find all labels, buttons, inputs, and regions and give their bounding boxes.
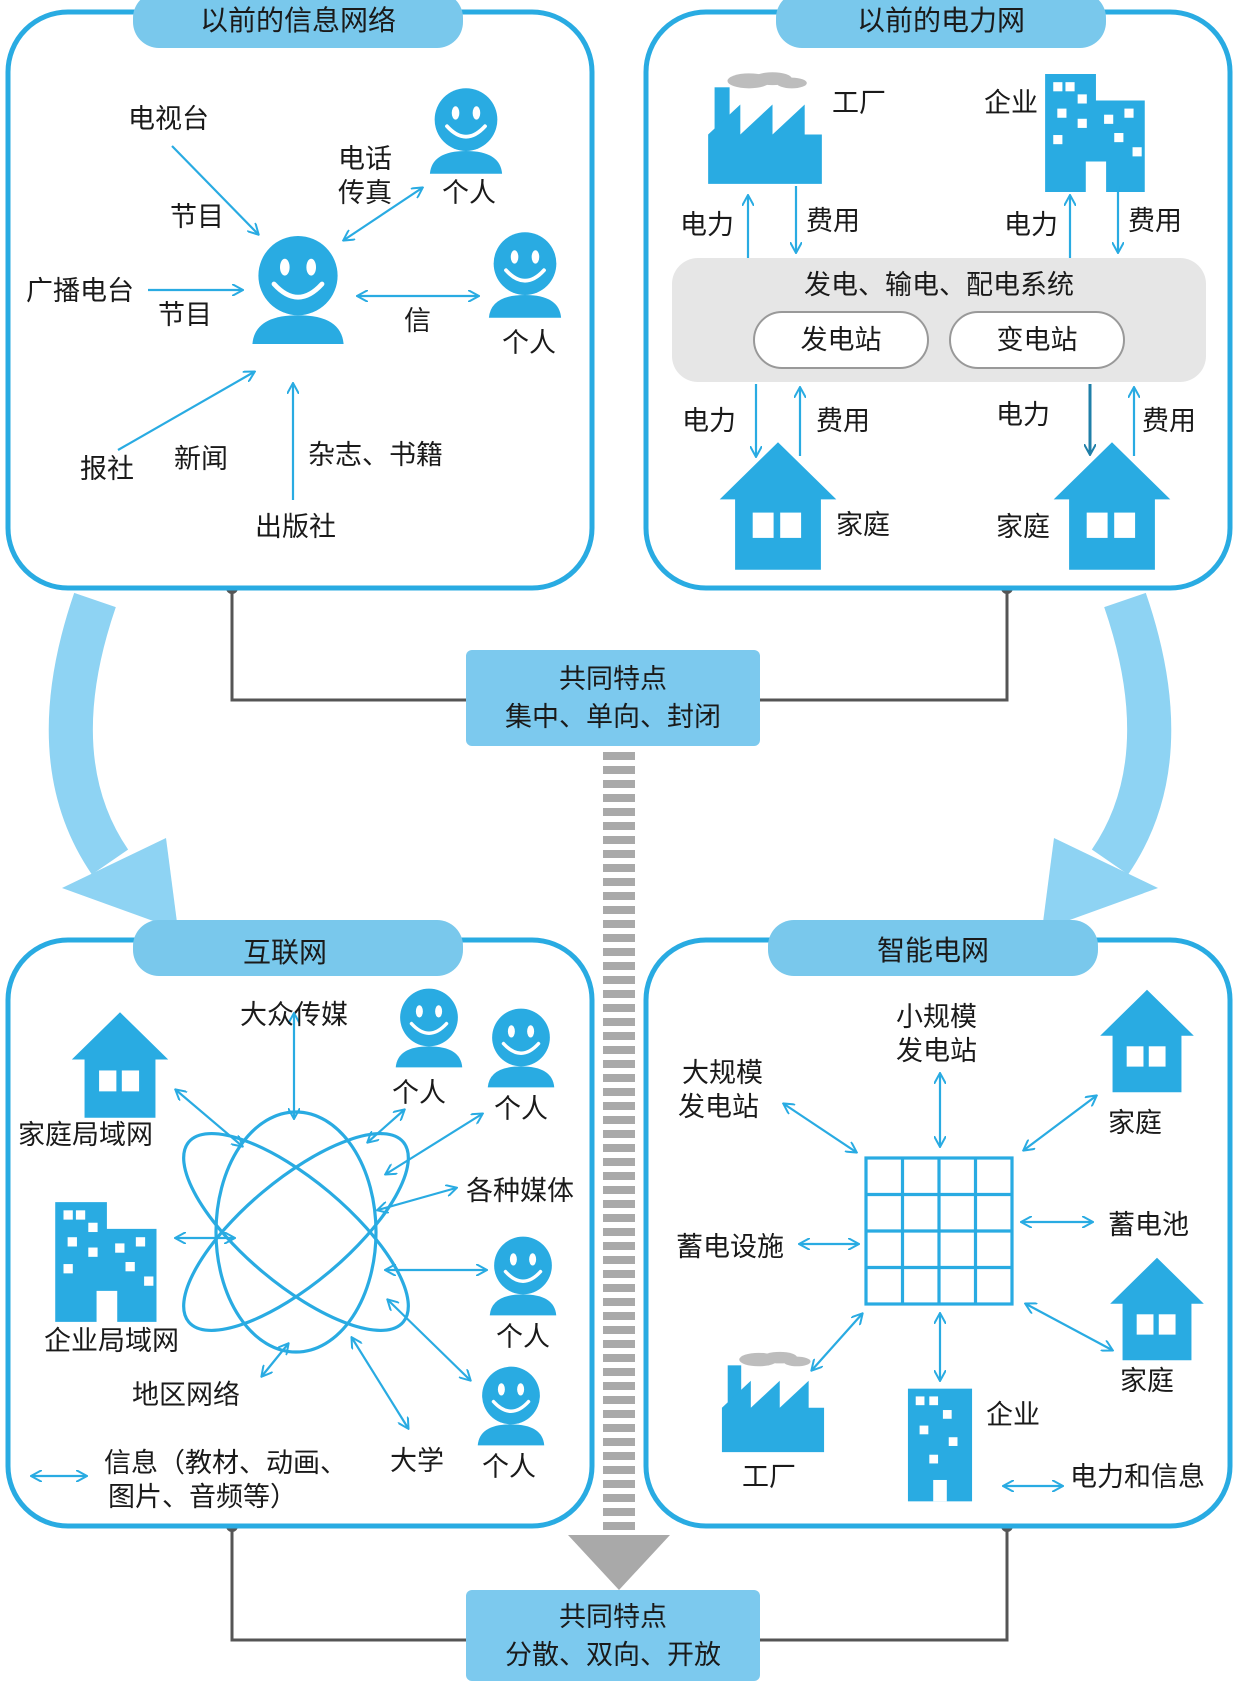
label-enterprise: 企业 xyxy=(986,1400,1040,1431)
internet-content: 大众传媒 家庭局域网 个人 个人 各种媒体 企业局域网 个人 地区网络 大学 个… xyxy=(18,988,574,1513)
label-substation: 变电站 xyxy=(997,325,1078,356)
label-power: 电力 xyxy=(682,406,736,437)
title-internet: 互联网 xyxy=(133,920,463,976)
arrow-university xyxy=(352,1338,408,1428)
common-top-line2: 集中、单向、封闭 xyxy=(505,702,721,733)
label-person: 个人 xyxy=(482,1452,536,1483)
common-feature-bottom: 共同特点 分散、双向、开放 xyxy=(466,1590,760,1681)
label-person: 个人 xyxy=(442,178,496,209)
label-person: 个人 xyxy=(502,328,556,359)
title-old-info-text: 以前的信息网络 xyxy=(200,4,396,37)
old-power-content: 发电、输电、配电系统 发电站 变电站 工厂 企业 电力 费用 电力 费用 电力 … xyxy=(672,72,1206,570)
label-fee: 费用 xyxy=(1142,406,1196,437)
arrow-phone xyxy=(344,188,422,240)
person-center-icon xyxy=(252,236,343,344)
common-feature-top: 共同特点 集中、单向、封闭 xyxy=(466,650,760,746)
label-regional: 地区网络 xyxy=(132,1380,240,1411)
label-radio: 广播电台 xyxy=(26,276,134,307)
arrow-regional xyxy=(262,1344,288,1376)
arrow-factory xyxy=(812,1314,862,1370)
person-icon xyxy=(428,88,504,174)
title-internet-text: 互联网 xyxy=(243,936,327,969)
label-person: 个人 xyxy=(392,1078,446,1109)
title-old-power: 以前的电力网 xyxy=(776,0,1106,48)
label-fee: 费用 xyxy=(816,406,870,437)
smart-grid-mesh-icon xyxy=(864,1156,1014,1306)
arrow-newspaper xyxy=(117,372,254,451)
person-icon xyxy=(394,988,464,1068)
big-arrow-left xyxy=(48,592,178,930)
arrow-large-station xyxy=(784,1104,856,1152)
label-fax: 传真 xyxy=(338,178,392,209)
substation-pill xyxy=(949,311,1125,369)
label-large-station-line2: 发电站 xyxy=(678,1092,759,1123)
legend-power-info: 电力和信息 xyxy=(1070,1462,1205,1493)
label-various-media: 各种媒体 xyxy=(466,1176,574,1207)
label-mass-media: 大众传媒 xyxy=(240,1000,348,1031)
label-large-station-line1: 大规模 xyxy=(682,1058,763,1089)
label-enterprise: 企业 xyxy=(984,88,1038,119)
label-home: 家庭 xyxy=(1120,1366,1174,1397)
label-storage: 蓄电设施 xyxy=(676,1232,784,1263)
label-home: 家庭 xyxy=(996,512,1050,543)
label-fee: 费用 xyxy=(1128,206,1182,237)
label-factory: 工厂 xyxy=(832,88,886,119)
label-power: 电力 xyxy=(680,210,734,241)
label-tv-program: 节目 xyxy=(170,202,224,233)
arrow-tv xyxy=(171,145,258,234)
arrow-person xyxy=(388,1300,470,1380)
label-person: 个人 xyxy=(494,1094,548,1125)
label-radio-program: 节目 xyxy=(158,300,212,331)
connector-lines xyxy=(230,588,1009,1642)
label-station: 发电站 xyxy=(801,325,882,356)
station-pill xyxy=(753,311,929,369)
label-battery: 蓄电池 xyxy=(1108,1210,1189,1241)
label-power: 电力 xyxy=(1004,210,1058,241)
legend-info-line1: 信息（教材、动画、 xyxy=(104,1448,347,1479)
label-power: 电力 xyxy=(996,400,1050,431)
dashed-progress-arrow xyxy=(568,752,670,1590)
label-home-lan: 家庭局域网 xyxy=(18,1120,153,1151)
legend-info-line2: 图片、音频等） xyxy=(108,1482,297,1513)
label-home: 家庭 xyxy=(1108,1108,1162,1139)
title-smart-grid-text: 智能电网 xyxy=(877,934,989,967)
person-icon xyxy=(476,1366,546,1446)
person-icon xyxy=(487,232,563,318)
arrow-home xyxy=(1026,1304,1112,1350)
common-bottom-line2: 分散、双向、开放 xyxy=(505,1640,721,1671)
label-small-station-line1: 小规模 xyxy=(896,1002,977,1033)
title-smart-grid: 智能电网 xyxy=(768,920,1098,976)
person-icon xyxy=(486,1008,556,1088)
old-info-content: 电视台 节目 广播电台 节目 报社 新闻 出版社 杂志、书籍 电话 传真 个人 … xyxy=(26,88,563,543)
label-letter: 信 xyxy=(404,306,431,337)
arrow-home-lan xyxy=(176,1090,242,1146)
label-news: 新闻 xyxy=(174,444,228,475)
title-old-info: 以前的信息网络 xyxy=(133,0,463,48)
label-small-station-line2: 发电站 xyxy=(896,1036,977,1067)
big-arrow-right xyxy=(1042,592,1172,930)
label-phone: 电话 xyxy=(338,144,392,175)
label-fee: 费用 xyxy=(806,206,860,237)
label-magazines: 杂志、书籍 xyxy=(308,440,443,471)
label-newspaper: 报社 xyxy=(80,454,134,485)
arrow-person xyxy=(386,1114,482,1174)
label-factory: 工厂 xyxy=(742,1462,796,1493)
label-publisher: 出版社 xyxy=(255,512,336,543)
enterprise-tower-icon xyxy=(907,1388,973,1502)
label-tv: 电视台 xyxy=(128,104,209,135)
label-home: 家庭 xyxy=(836,510,890,541)
label-enterprise-lan: 企业局域网 xyxy=(44,1326,179,1357)
label-grid-system: 发电、输电、配电系统 xyxy=(804,270,1074,301)
arrow-home xyxy=(1024,1096,1096,1150)
person-icon xyxy=(488,1236,558,1316)
label-university: 大学 xyxy=(390,1446,444,1477)
arrow-various-media xyxy=(378,1188,456,1210)
common-top-line1: 共同特点 xyxy=(559,664,667,695)
label-person: 个人 xyxy=(496,1322,550,1353)
common-bottom-line1: 共同特点 xyxy=(559,1602,667,1633)
title-old-power-text: 以前的电力网 xyxy=(857,4,1025,37)
smart-grid-content: 小规模 发电站 大规模 发电站 家庭 蓄电设施 蓄电池 家庭 工厂 企业 电力和… xyxy=(676,989,1205,1502)
